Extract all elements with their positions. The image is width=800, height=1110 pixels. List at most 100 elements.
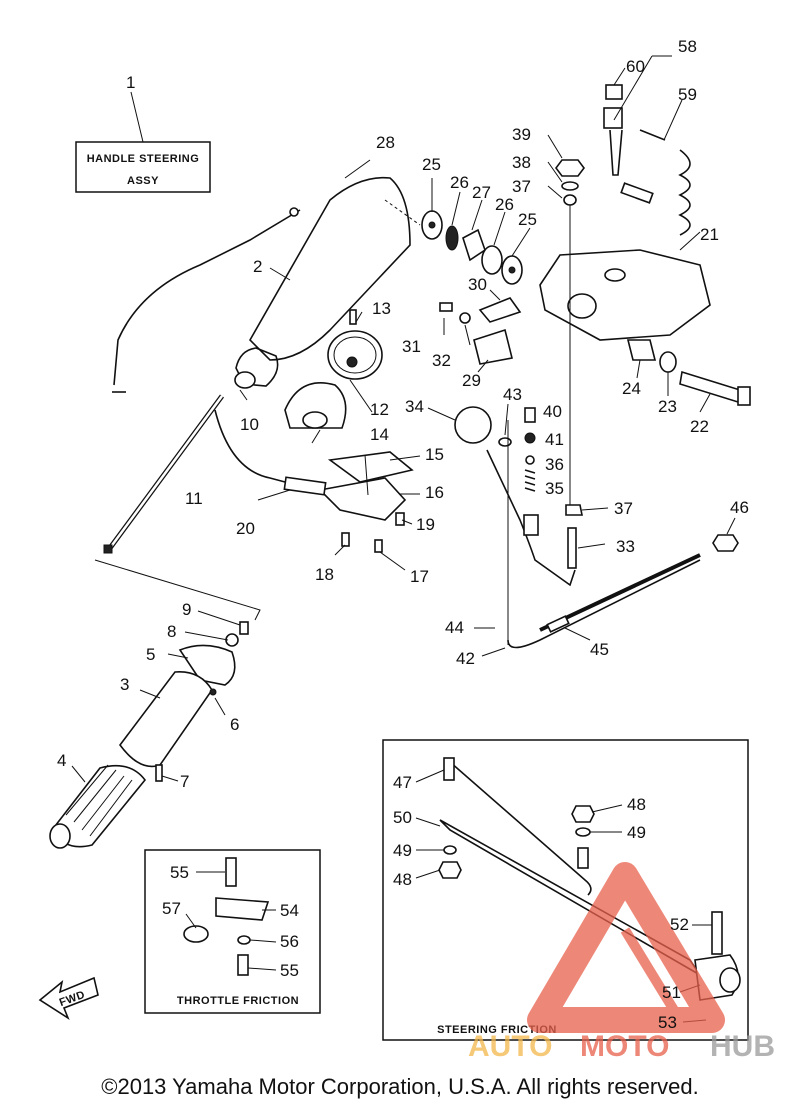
- callout-14: 14: [370, 425, 389, 444]
- callout-15: 15: [425, 445, 444, 464]
- callout-17: 17: [410, 567, 429, 586]
- detent-parts: [498, 407, 536, 492]
- throttle-shaft: [103, 394, 225, 554]
- callout-41: 41: [545, 430, 564, 449]
- callout-11: 11: [185, 489, 203, 508]
- copyright-notice: ©2013 Yamaha Motor Corporation, U.S.A. A…: [101, 1074, 699, 1099]
- callout-12: 12: [370, 400, 389, 419]
- lower-cable: [214, 409, 327, 496]
- callout-9: 9: [182, 600, 191, 619]
- steering-friction-label: STEERING FRICTION: [437, 1024, 557, 1036]
- callout-2: 2: [253, 257, 262, 276]
- watermark-text-2: MOTO: [580, 1030, 669, 1063]
- steering-bracket: [539, 249, 711, 341]
- callout-46: 46: [730, 498, 749, 517]
- callout-27: 27: [472, 183, 491, 202]
- watermark-text-1: AUTO: [468, 1030, 552, 1063]
- callout-49a: 49: [627, 823, 646, 842]
- callout-23: 23: [658, 397, 677, 416]
- callout-57: 57: [162, 899, 181, 918]
- callout-26a: 26: [450, 173, 469, 192]
- callout-37a: 37: [512, 177, 531, 196]
- callout-32: 32: [432, 351, 451, 370]
- pulley-assembly: [327, 309, 383, 380]
- callout-10: 10: [240, 415, 259, 434]
- stop-switch: [603, 84, 691, 236]
- lever-bracket: [439, 297, 522, 365]
- pivot-bolt: [626, 339, 751, 406]
- callout-49b: 49: [393, 841, 412, 860]
- shift-lever: [454, 406, 576, 587]
- callout-25b: 25: [518, 210, 537, 229]
- callout-39: 39: [512, 125, 531, 144]
- callout-21: 21: [700, 225, 719, 244]
- callout-56: 56: [280, 932, 299, 951]
- throttle-friction-label: THROTTLE FRICTION: [177, 995, 299, 1007]
- callout-48a: 48: [627, 795, 646, 814]
- callout-59: 59: [678, 85, 697, 104]
- callout-25a: 25: [422, 155, 441, 174]
- callout-45: 45: [590, 640, 609, 659]
- callout-19: 19: [416, 515, 435, 534]
- tiller-handle-body: [234, 176, 421, 389]
- callout-29: 29: [462, 371, 481, 390]
- friction-washers: [421, 210, 523, 285]
- callout-20: 20: [236, 519, 255, 538]
- throttle-cable: [112, 207, 301, 393]
- callout-1: 1: [126, 73, 135, 92]
- callout-40: 40: [543, 402, 562, 421]
- callout-36: 36: [545, 455, 564, 474]
- callout-58: 58: [678, 37, 697, 56]
- callout-53: 53: [658, 1013, 677, 1032]
- callout-38: 38: [512, 153, 531, 172]
- callout-8: 8: [167, 622, 176, 641]
- callout-55a: 55: [170, 863, 189, 882]
- callout-5: 5: [146, 645, 155, 664]
- screws-17-19: [341, 512, 405, 553]
- callout-37b: 37: [614, 499, 633, 518]
- callout-28: 28: [376, 133, 395, 152]
- callout-18: 18: [315, 565, 334, 584]
- callout-22: 22: [690, 417, 709, 436]
- mounting-plates: [318, 451, 414, 521]
- pulley-cover: [284, 381, 347, 429]
- throttle-grip: [49, 621, 249, 849]
- callout-6: 6: [230, 715, 239, 734]
- link-rod: [507, 420, 739, 649]
- callout-13: 13: [372, 299, 391, 318]
- callout-55b: 55: [280, 961, 299, 980]
- title-line-2: ASSY: [127, 175, 159, 187]
- callout-33: 33: [616, 537, 635, 556]
- callout-4: 4: [57, 751, 66, 770]
- stud-33: [565, 504, 583, 569]
- callout-50: 50: [393, 808, 412, 827]
- callout-34: 34: [405, 397, 424, 416]
- callout-35: 35: [545, 479, 564, 498]
- title-line-1: HANDLE STEERING: [87, 153, 200, 165]
- watermark-text-3: HUB: [710, 1030, 775, 1063]
- callout-16: 16: [425, 483, 444, 502]
- callout-54: 54: [280, 901, 299, 920]
- watermark-logo: AUTO MOTO HUB: [468, 862, 775, 1063]
- callout-31: 31: [402, 337, 421, 356]
- callout-7: 7: [180, 772, 189, 791]
- callout-60: 60: [626, 57, 645, 76]
- fwd-arrow-icon: FWD: [38, 976, 99, 1021]
- callout-42: 42: [456, 649, 475, 668]
- callout-51: 51: [662, 983, 681, 1002]
- callout-43: 43: [503, 385, 522, 404]
- callout-numbers: 1 2 3 4 5 6 7 8 9 10 11 12 13 14 15 16 1…: [57, 37, 749, 1032]
- nut-washer-stack: [555, 159, 585, 505]
- callout-24: 24: [622, 379, 641, 398]
- callout-52: 52: [670, 915, 689, 934]
- callout-47: 47: [393, 773, 412, 792]
- callout-3: 3: [120, 675, 129, 694]
- title-box: HANDLE STEERING ASSY: [75, 91, 211, 193]
- throttle-friction-inset: THROTTLE FRICTION: [144, 849, 321, 1014]
- callout-26b: 26: [495, 195, 514, 214]
- callout-48b: 48: [393, 870, 412, 889]
- callout-30: 30: [468, 275, 487, 294]
- leader-lines: [71, 55, 736, 1023]
